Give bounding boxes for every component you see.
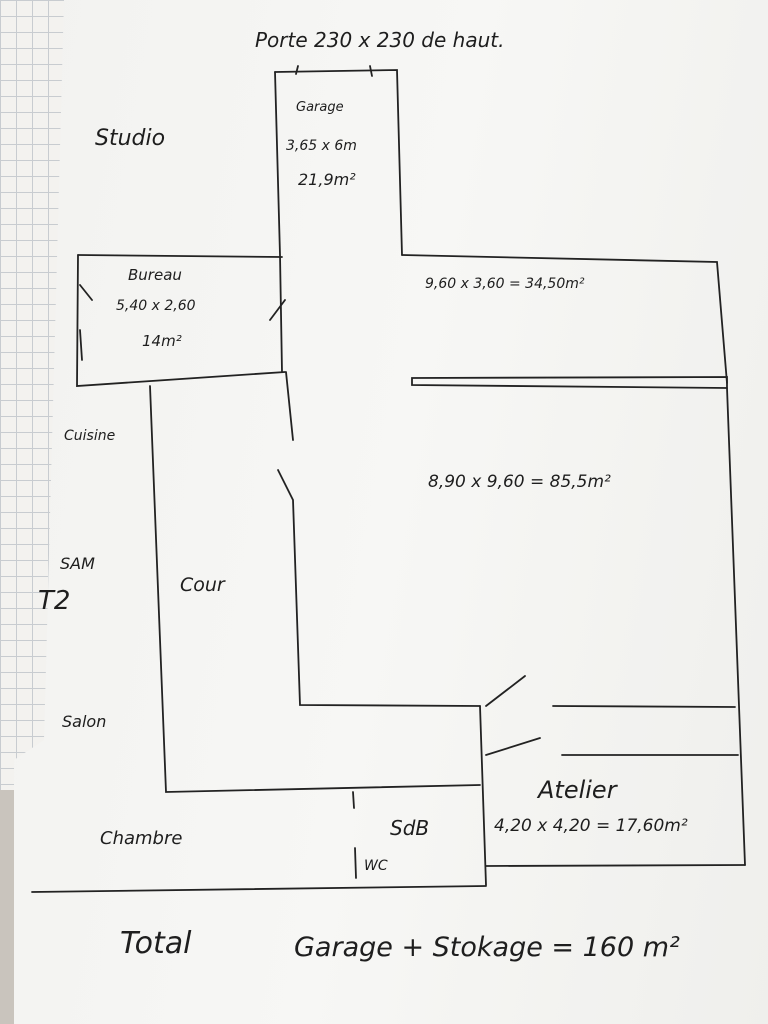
total-label: Total bbox=[120, 926, 192, 961]
paper-sheet bbox=[14, 0, 768, 1024]
bottom-wall bbox=[31, 885, 487, 893]
storage-walls bbox=[277, 254, 746, 886]
cour-label: Cour bbox=[180, 574, 225, 596]
bureau-walls bbox=[76, 254, 286, 387]
atelier-dims: 4,20 x 4,20 = 17,60m² bbox=[494, 816, 688, 836]
studio-label: Studio bbox=[95, 126, 166, 151]
bureau-area: 14m² bbox=[142, 332, 182, 350]
sam-label: SAM bbox=[60, 554, 95, 573]
t2-label: T2 bbox=[38, 586, 71, 616]
cuisine-label: Cuisine bbox=[64, 428, 116, 444]
atelier-label: Atelier bbox=[538, 776, 617, 804]
wc-label: WC bbox=[364, 858, 388, 874]
storage-main-dims: 8,90 x 9,60 = 85,5m² bbox=[428, 472, 611, 492]
chambre-label: Chambre bbox=[100, 828, 183, 849]
door-note: Porte 230 x 230 de haut. bbox=[255, 28, 505, 52]
total-text: Garage + Stokage = 160 m² bbox=[294, 932, 680, 963]
storage-top-dims: 9,60 x 3,60 = 34,50m² bbox=[425, 276, 585, 292]
sdb-label: SdB bbox=[390, 816, 430, 840]
garage-area: 21,9m² bbox=[298, 170, 356, 189]
garage-label: Garage bbox=[296, 100, 344, 115]
salon-label: Salon bbox=[62, 712, 107, 731]
bureau-label: Bureau bbox=[128, 266, 182, 284]
garage-walls bbox=[274, 65, 403, 373]
garage-dims: 3,65 x 6m bbox=[286, 138, 357, 154]
bureau-dims: 5,40 x 2,60 bbox=[116, 298, 196, 314]
cour-walls bbox=[149, 385, 746, 879]
